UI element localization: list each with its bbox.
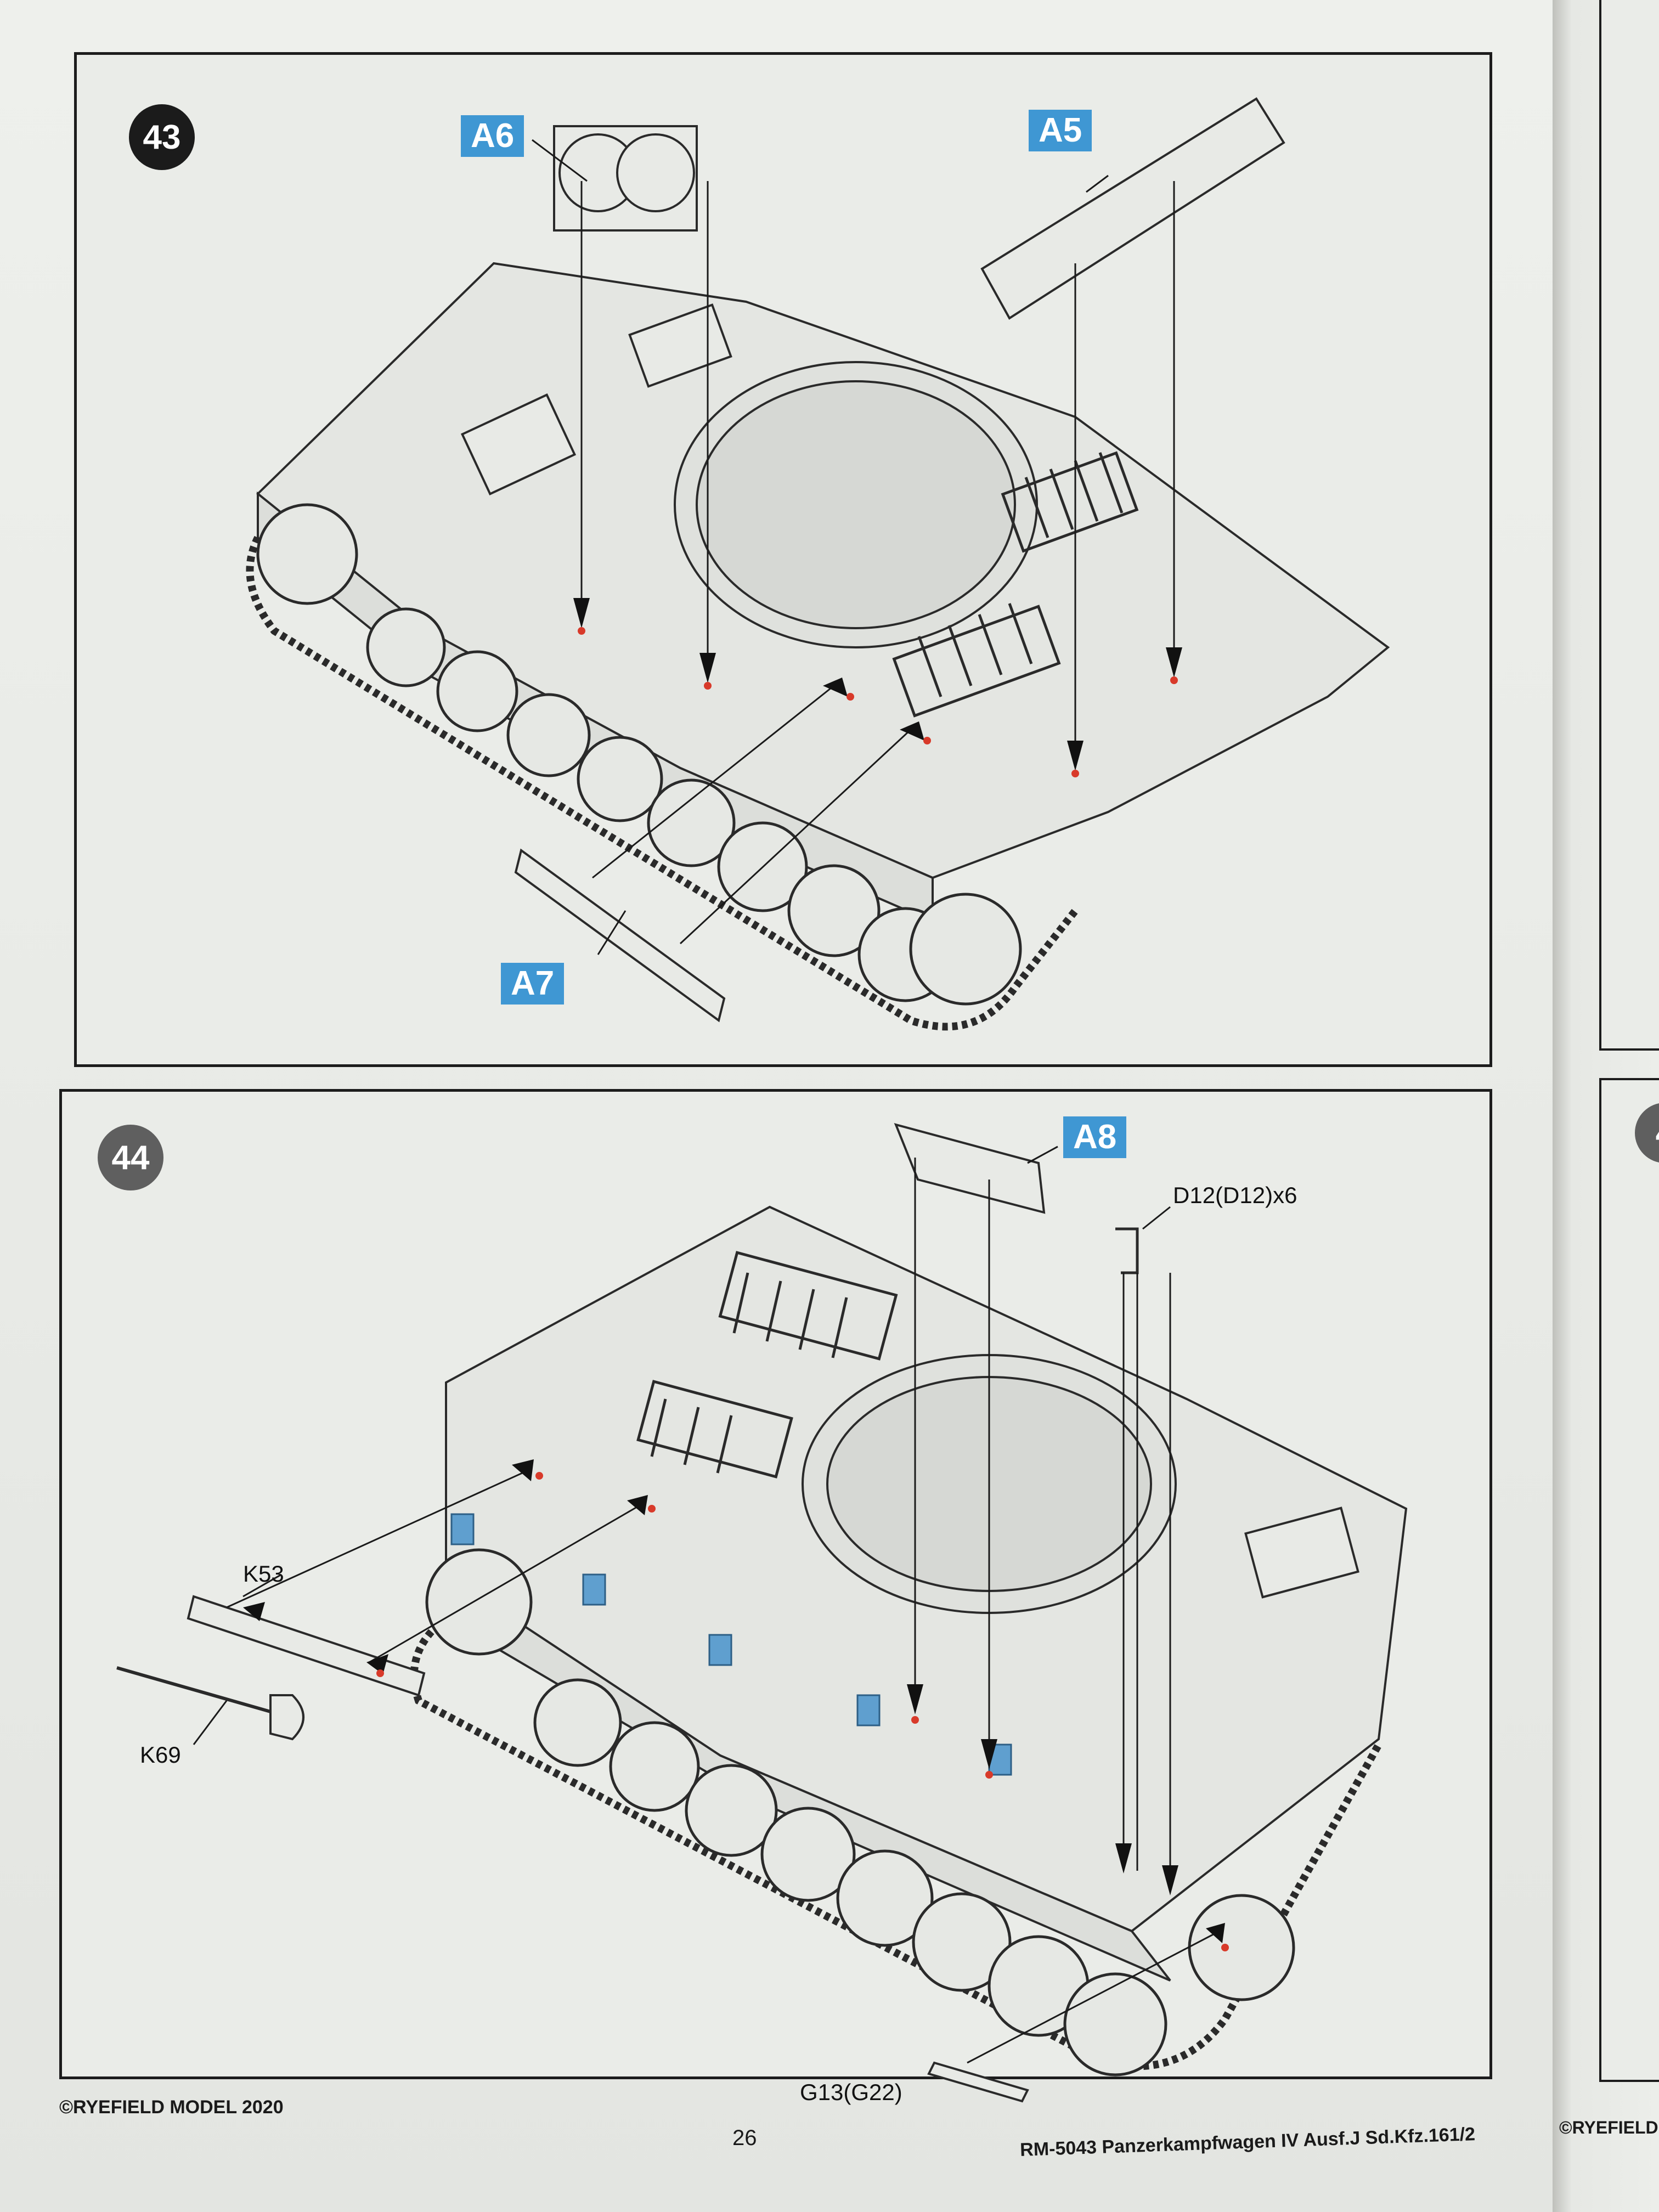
adjacent-page-edge: 4 ©RYEFIELD xyxy=(1553,0,1659,2212)
adjacent-panel-top xyxy=(1599,0,1659,1051)
adjacent-copyright: ©RYEFIELD xyxy=(1559,2118,1658,2137)
step-43-panel: 43 A6 A5 A7 xyxy=(74,52,1492,1067)
step-43-badge: 43 xyxy=(129,104,195,170)
part-tag-a7: A7 xyxy=(501,963,565,1005)
tank-hull-drawing-43 xyxy=(246,97,1390,1031)
callout-k53: K53 xyxy=(243,1561,284,1587)
callout-k69: K69 xyxy=(140,1742,181,1768)
page-number: 26 xyxy=(732,2126,757,2150)
step-44-panel: 44 A8 D12(D12)x6 K53 K69 G13(G22) xyxy=(59,1089,1492,2105)
part-tag-a8: A8 xyxy=(1063,1116,1127,1158)
callout-d12: D12(D12)x6 xyxy=(1173,1182,1297,1208)
footer-model-title: RM-5043 Panzerkampfwagen IV Ausf.J Sd.Kf… xyxy=(1019,2124,1476,2161)
part-tag-a5: A5 xyxy=(1029,110,1092,151)
footer-copyright: ©RYEFIELD MODEL 2020 xyxy=(59,2097,284,2118)
part-tag-a6: A6 xyxy=(461,115,524,157)
callout-g13: G13(G22) xyxy=(800,2079,902,2105)
tank-hull-drawing-44 xyxy=(116,1123,1408,2103)
instruction-page: 43 A6 A5 A7 xyxy=(0,0,1585,2212)
step-44-badge: 44 xyxy=(98,1125,163,1190)
adjacent-panel-bottom xyxy=(1599,1078,1659,2082)
